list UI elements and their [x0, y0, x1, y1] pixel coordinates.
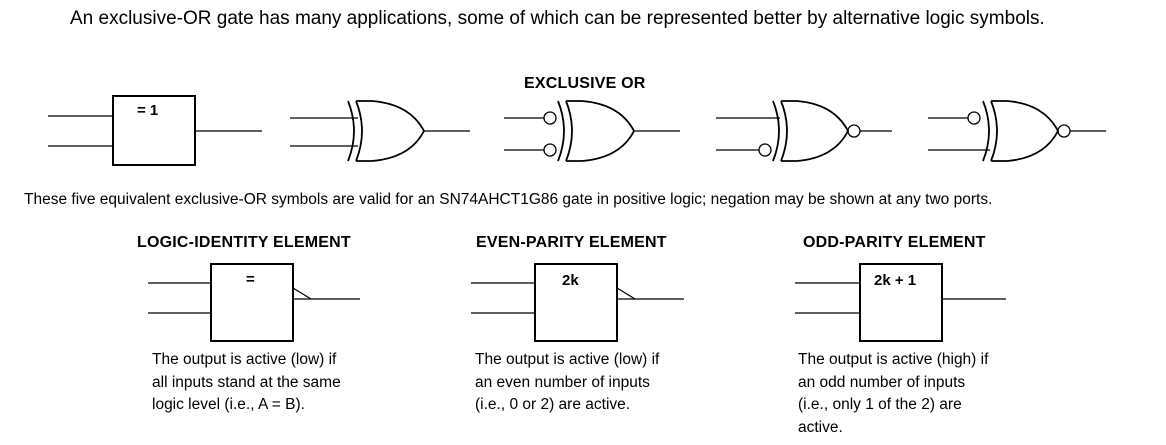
inversion-bubble-icon: [1057, 124, 1071, 138]
inversion-bubble-icon: [543, 111, 557, 125]
xor-gate-inverted-inputs-symbol: [504, 100, 680, 162]
ieee-xor-label: = 1: [137, 102, 158, 119]
odd-parity-description: The output is active (high) if an odd nu…: [798, 349, 988, 439]
even-parity-heading: EVEN-PARITY ELEMENT: [476, 234, 667, 251]
logic-identity-symbol: =: [148, 263, 360, 342]
inversion-bubble-icon: [847, 124, 861, 138]
description-line: all inputs stand at the same: [152, 373, 341, 391]
description-line: an odd number of inputs: [798, 373, 966, 391]
xor-gate-inverted-input-output-symbol: [716, 100, 892, 162]
xor-gate-symbol: [290, 100, 470, 162]
inversion-bubble-icon: [967, 111, 981, 125]
intro-paragraph: An exclusive-OR gate has many applicatio…: [70, 8, 1045, 29]
ieee-xor-symbol: = 1: [48, 95, 262, 166]
description-line: an even number of inputs: [475, 373, 650, 391]
logic-identity-heading: LOGIC-IDENTITY ELEMENT: [137, 234, 351, 251]
description-line: logic level (i.e., A = B).: [152, 396, 305, 413]
even-parity-symbol: 2k: [471, 263, 684, 342]
description-line: (i.e., only 1 of the 2) are: [798, 396, 962, 413]
description-line: active.: [798, 418, 843, 436]
description-line: (i.e., 0 or 2) are active.: [475, 396, 631, 413]
exclusive-or-heading: EXCLUSIVE OR: [524, 75, 646, 92]
even-parity-label: 2k: [562, 272, 579, 289]
odd-parity-heading: ODD-PARITY ELEMENT: [803, 234, 986, 251]
inversion-bubble-icon: [543, 143, 557, 157]
symbols-caption: These five equivalent exclusive-OR symbo…: [24, 191, 993, 208]
description-line: The output is active (low) if: [152, 351, 337, 368]
even-parity-description: The output is active (low) if an even nu…: [475, 349, 659, 417]
odd-parity-symbol: 2k + 1: [795, 263, 1006, 342]
odd-parity-label: 2k + 1: [874, 272, 916, 289]
inversion-bubble-icon: [758, 143, 772, 157]
logic-identity-description: The output is active (low) if all inputs…: [152, 349, 341, 417]
description-line: The output is active (high) if: [798, 351, 989, 368]
logic-identity-label: =: [246, 271, 255, 288]
xor-gate-inverted-top-output-symbol: [928, 100, 1106, 162]
description-line: The output is active (low) if: [475, 351, 660, 368]
